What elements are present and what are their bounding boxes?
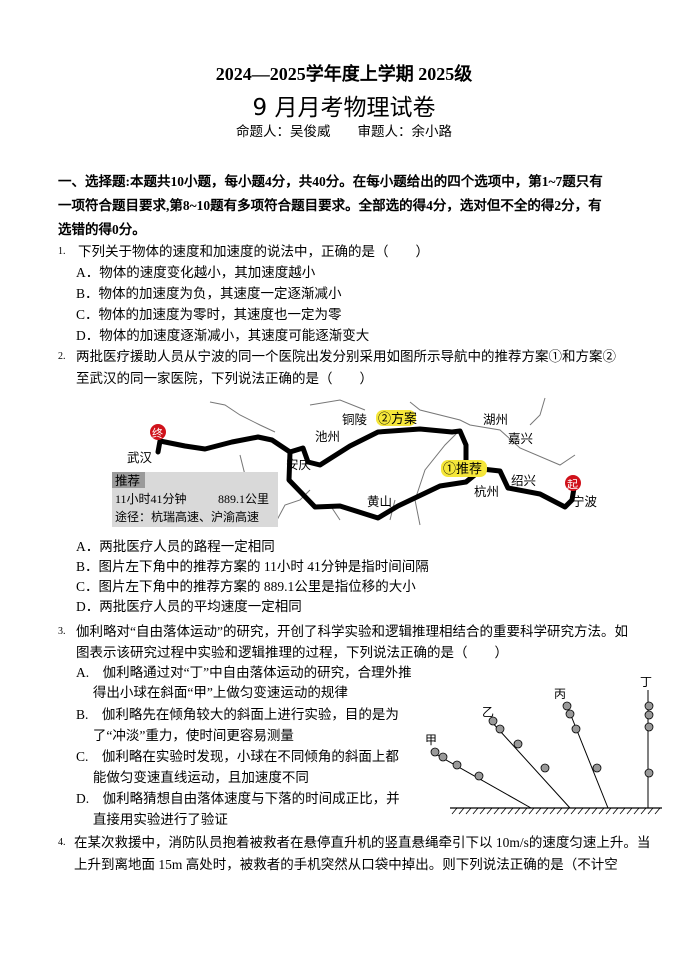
ground-hatch <box>451 807 458 815</box>
option-b: B．图片左下角中的推荐方案的 11小时 41分钟是指时间间隔 <box>76 559 429 574</box>
city-label: 武汉 <box>127 451 153 465</box>
option-b-cont: 了“冲淡”重力，使时间更容易测量 <box>76 728 294 743</box>
incline-figure: 甲 乙 丙 丁 <box>425 675 662 815</box>
option-a-cont: 得出小球在斜面“甲”上做匀变速运动的规律 <box>76 685 348 700</box>
city-label: 宁波 <box>572 494 598 509</box>
ground-hatch <box>556 807 563 815</box>
ground-hatch <box>486 807 493 815</box>
exam-title: 2024—2025学年度上学期 2025级 <box>215 64 473 84</box>
question-stem: 伽利略对“自由落体运动”的研究，开创了科学实验和逻辑推理相结合的重要科学研究方法… <box>76 624 628 639</box>
route-distance: 889.1公里 <box>218 492 269 506</box>
city-label: 池州 <box>315 430 340 444</box>
ground-hatch <box>654 807 661 815</box>
ground-hatch <box>619 807 626 815</box>
ground-hatch <box>640 807 647 815</box>
question-stem: 图表示该研究过程中实验和逻辑推理的过程，下列说法正确的是（ ） <box>76 645 508 660</box>
ground-hatch <box>500 807 507 815</box>
city-label: 绍兴 <box>511 474 536 488</box>
question-stem: 两批医疗援助人员从宁波的同一个医院出发分别采用如图所示导航中的推荐方案①和方案② <box>76 349 616 364</box>
option-c-cont: 能做匀变速直线运动，且加速度不同 <box>76 770 309 785</box>
ground-hatch <box>521 807 528 815</box>
city-label: 安庆 <box>286 457 312 472</box>
ground-hatch <box>507 807 514 815</box>
plan1-highlight <box>441 460 487 477</box>
option-a: A. 伽利略通过对“丁”中自由落体运动的研究，合理外推 <box>76 665 412 680</box>
route-roads: 途径：杭瑞高速、沪渝高速 <box>115 509 259 524</box>
option-c: C．物体的加速度为零时，其速度也一定为零 <box>76 307 342 322</box>
option-d: D．两批医疗人员的平均速度一定相同 <box>76 599 302 614</box>
question-stem: 下列关于物体的速度和加速度的说法中，正确的是（ ） <box>78 244 429 259</box>
city-label: 湖州 <box>483 412 508 427</box>
ground-hatch <box>647 807 654 815</box>
question-stem: 上升到离地面 15m 高处时，被救者的手机突然从口袋中掉出。则下列说法正确的是（… <box>74 857 618 872</box>
ground-hatch <box>479 807 486 815</box>
route-summary-header: 推荐 <box>115 474 140 488</box>
ground-hatch <box>626 807 633 815</box>
question-number: 3. <box>58 626 66 637</box>
option-a: A．物体的速度变化越小，其加速度越小 <box>76 265 316 280</box>
ground-hatch <box>528 807 535 815</box>
ground-hatch <box>577 807 584 815</box>
option-b: B．物体的加速度为负，其速度一定逐渐减小 <box>76 286 342 301</box>
ground-hatch <box>591 807 598 815</box>
start-marker-icon <box>565 475 581 491</box>
ground-hatch <box>563 807 570 815</box>
city-label: 嘉兴 <box>508 432 533 446</box>
incline-label: 丁 <box>640 675 652 689</box>
ground-hatch <box>465 807 472 815</box>
exam-authors: 命题人：吴俊威 审题人：余小路 <box>236 124 452 139</box>
option-d: D. 伽利略猜想自由落体速度与下落的时间成正比，并 <box>76 791 400 806</box>
ground-hatch <box>612 807 619 815</box>
route-time: 11小时41分钟 <box>115 491 187 506</box>
city-label: 杭州 <box>474 484 499 499</box>
city-label: 黄山 <box>367 495 392 509</box>
ground-hatch <box>535 807 542 815</box>
ground-hatch <box>598 807 605 815</box>
section-instruction: 一项符合题目要求,第8~10题有多项符合题目要求。全部选的得4分，选对但不全的得… <box>58 198 602 213</box>
question-number: 1. <box>58 246 66 257</box>
option-c: C. 伽利略在实验时发现，小球在不同倾角的斜面上都 <box>76 749 399 764</box>
ground-hatch <box>549 807 556 815</box>
start-marker-label: 起 <box>567 478 578 491</box>
option-d: D．物体的加速度逐渐减小，其速度可能逐渐变大 <box>76 328 370 343</box>
ground-hatch <box>542 807 549 815</box>
option-a: A．两批医疗人员的路程一定相同 <box>76 539 275 554</box>
ground-hatch <box>514 807 521 815</box>
end-marker-label: 终 <box>152 426 163 440</box>
exam-subtitle: 9 月月考物理试卷 <box>252 95 436 121</box>
ground-hatch <box>458 807 465 815</box>
ground-hatch <box>605 807 612 815</box>
route-summary-header-bg <box>112 472 145 488</box>
city-label: 铜陵 <box>342 412 368 427</box>
ground-hatch <box>570 807 577 815</box>
option-b: B. 伽利略先在倾角较大的斜面上进行实验，目的是为 <box>76 707 399 722</box>
option-c: C．图片左下角中的推荐方案的 889.1公里是指位移的大小 <box>76 579 416 594</box>
section-instruction: 一、选择题:本题共10小题，每小题4分，共40分。在每小题给出的四个选项中，第1… <box>58 174 603 189</box>
question-number: 2. <box>58 351 66 362</box>
question-stem: 至武汉的同一家医院，下列说法正确的是（ ） <box>76 371 373 386</box>
ground-hatch <box>633 807 640 815</box>
incline-label: 乙 <box>482 705 494 719</box>
plan2-label: ②方案 <box>378 411 417 426</box>
section-instruction: 选错的得0分。 <box>58 222 146 237</box>
question-number: 4. <box>58 837 66 848</box>
question-stem: 在某次救援中，消防队员抱着被救者在悬停直升机的竖直悬绳牵引下以 10m/s的速度… <box>74 835 651 850</box>
incline-label: 甲 <box>425 733 437 747</box>
ground-hatch <box>472 807 479 815</box>
option-d-cont: 直接用实验进行了验证 <box>76 812 228 827</box>
ground-hatch <box>584 807 591 815</box>
incline-label: 丙 <box>554 687 566 701</box>
ground-hatch <box>493 807 500 815</box>
end-marker-icon <box>150 424 166 440</box>
plan2-highlight <box>376 410 416 426</box>
plan1-label: ①推荐 <box>443 461 482 476</box>
